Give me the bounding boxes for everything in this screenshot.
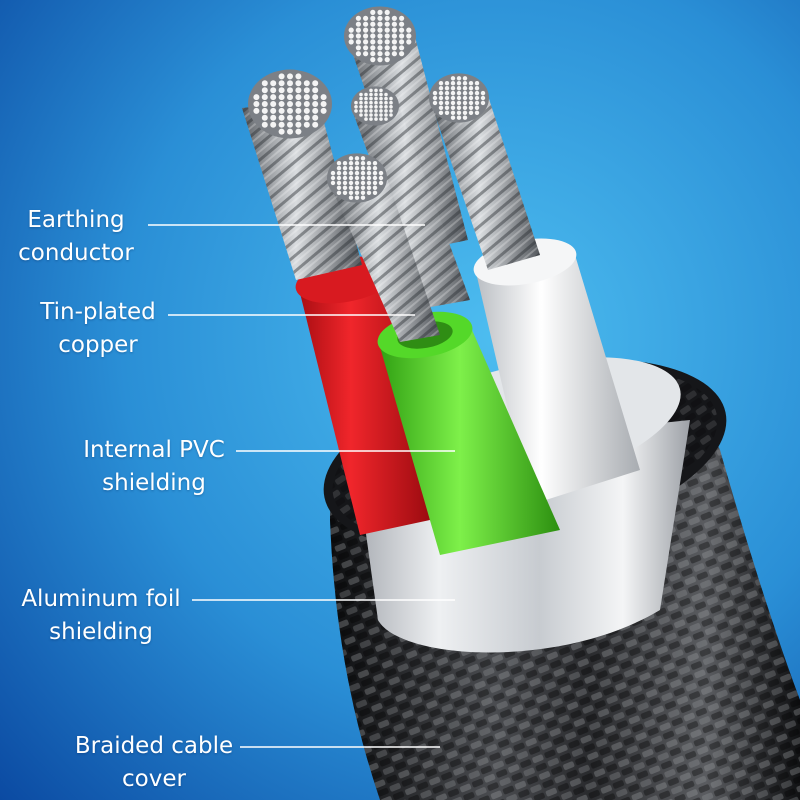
label-aluminum-foil-shielding: Aluminum foil shielding — [16, 583, 186, 649]
tin-plated-copper-strands — [242, 33, 540, 342]
conductor-end-4 — [351, 86, 399, 126]
label-pvc-line-1: Internal PVC — [83, 437, 225, 463]
label-earthing-line-2: conductor — [18, 240, 134, 266]
label-internal-pvc-shielding: Internal PVC shielding — [80, 434, 228, 500]
conductor-end-3 — [429, 73, 489, 123]
leader-lines — [148, 224, 455, 748]
label-braid-line-1: Braided cable — [74, 733, 234, 759]
conductor-end-2 — [344, 6, 416, 66]
label-earthing-conductor: Earthing conductor — [14, 204, 138, 270]
label-braid-line-2: cover — [122, 766, 186, 792]
label-tin-line-2: copper — [58, 332, 138, 358]
conductor-end-1 — [248, 69, 332, 139]
label-braided-cable-cover: Braided cable cover — [72, 730, 236, 796]
label-earthing-line-1: Earthing — [27, 207, 125, 233]
label-tin-line-1: Tin-plated — [40, 299, 156, 325]
label-foil-line-2: shielding — [49, 619, 153, 645]
conductor-end-5 — [327, 153, 387, 203]
label-pvc-line-2: shielding — [102, 470, 206, 496]
label-foil-line-1: Aluminum foil — [21, 586, 181, 612]
label-tin-plated-copper: Tin-plated copper — [36, 296, 160, 362]
conductor-end-faces — [248, 6, 489, 203]
